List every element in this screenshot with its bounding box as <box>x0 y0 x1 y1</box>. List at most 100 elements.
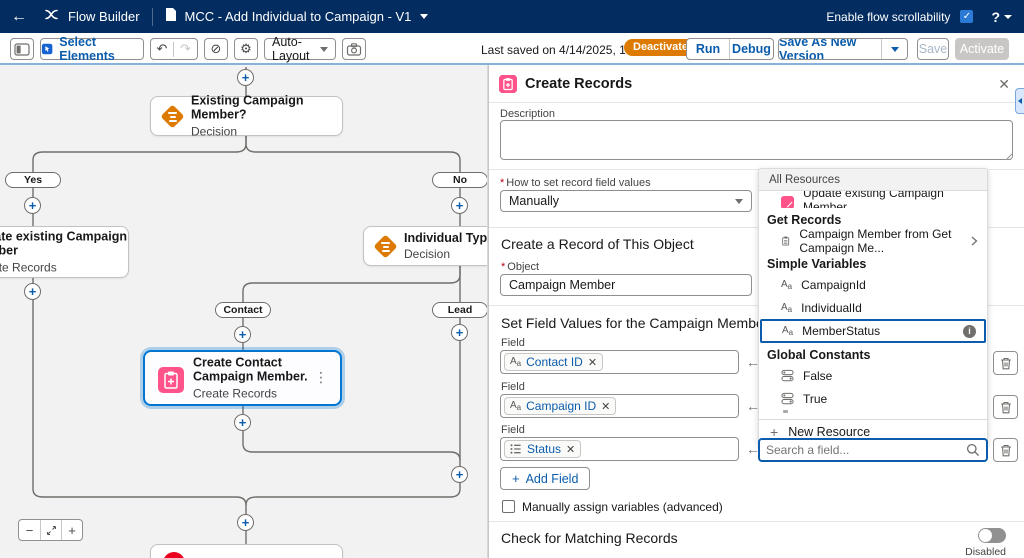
undo-button[interactable]: ↶ <box>151 41 174 57</box>
resource-pill[interactable]: Aa Contact ID ✕ <box>504 353 604 371</box>
camera-icon <box>346 42 362 56</box>
node-end[interactable] <box>150 544 343 558</box>
object-input[interactable]: Campaign Member <box>500 274 752 296</box>
add-element-button[interactable]: + <box>234 326 251 343</box>
matching-records-toggle[interactable] <box>978 528 1006 543</box>
node-existing-campaign-member[interactable]: Existing Campaign Member? Decision <box>150 94 343 138</box>
save-button[interactable]: Save <box>917 38 949 60</box>
panel-collapse-handle[interactable] <box>1015 88 1024 114</box>
debug-button[interactable]: Debug <box>732 42 771 56</box>
end-icon <box>163 552 185 558</box>
resource-item-update-existing[interactable]: Update existing Campaign Member <box>759 191 987 208</box>
add-element-button[interactable]: + <box>237 69 254 86</box>
remove-pill-icon[interactable]: ✕ <box>566 443 576 456</box>
delete-field-button[interactable] <box>993 351 1018 375</box>
fit-view-button[interactable] <box>40 520 61 540</box>
field-input-campaign-id[interactable]: Aa Campaign ID ✕ <box>500 394 739 418</box>
close-panel-icon[interactable]: ✕ <box>998 76 1010 92</box>
delete-field-button[interactable] <box>993 395 1018 419</box>
fit-view-icon <box>46 525 56 535</box>
node-subtitle: Decision <box>191 124 238 139</box>
settings-gear-button[interactable]: ⚙ <box>234 38 258 60</box>
dropdown-group-title: Global Constants <box>767 348 871 362</box>
document-icon <box>165 7 177 27</box>
resource-pill[interactable]: Status ✕ <box>504 440 582 458</box>
add-element-button[interactable]: + <box>234 414 251 431</box>
field-label: Field <box>501 381 525 393</box>
assign-variables-checkbox[interactable] <box>502 500 515 513</box>
resource-pill[interactable]: Aa Campaign ID ✕ <box>504 397 617 415</box>
resource-item-campaignid[interactable]: Aa CampaignId <box>781 277 866 292</box>
zoom-in-button[interactable]: + <box>61 520 82 540</box>
node-menu-kebab-icon[interactable]: ⋮ <box>314 370 328 386</box>
select-elements-button[interactable]: Select Elements <box>40 35 144 63</box>
resource-item-false[interactable]: False <box>759 364 987 387</box>
flow-title-caret-icon[interactable] <box>420 14 429 19</box>
assign-variables-label: Manually assign variables (advanced) <box>522 500 723 514</box>
resource-item-memberstatus[interactable]: Aa MemberStatus i <box>760 319 986 343</box>
run-button[interactable]: Run <box>687 39 730 59</box>
field-label: Field <box>501 424 525 436</box>
text-variable-icon: Aa <box>781 278 793 291</box>
toggle-toolbox-button[interactable] <box>10 38 34 60</box>
scrollability-label: Enable flow scrollability <box>826 9 951 24</box>
dropdown-header: All Resources <box>759 169 987 191</box>
required-asterisk: * <box>500 177 505 189</box>
node-create-contact-campaign-member[interactable]: Create Contact Campaign Member. Create R… <box>143 350 342 406</box>
node-individual-type[interactable]: Individual Type Decision <box>363 226 487 266</box>
resource-item-true[interactable]: True <box>759 387 987 410</box>
create-records-icon <box>499 75 517 93</box>
field-input-contact-id[interactable]: Aa Contact ID ✕ <box>500 350 739 374</box>
resource-item-individualid[interactable]: Aa IndividualId <box>781 300 862 315</box>
record-icon <box>782 235 790 245</box>
delete-field-button[interactable] <box>993 438 1018 462</box>
deactivate-elements-button[interactable]: ⊘ <box>204 38 228 60</box>
add-element-button[interactable]: + <box>451 197 468 214</box>
dropdown-group-title: Get Records <box>767 213 842 227</box>
flow-canvas[interactable]: + + + + + + + + + Yes No Contact Lead Ex… <box>0 65 488 558</box>
help-menu-button[interactable]: ? <box>991 9 1012 25</box>
resource-search-input[interactable] <box>760 443 966 457</box>
add-element-button[interactable]: + <box>237 514 254 531</box>
scrollability-checkbox[interactable]: ✓ <box>960 10 974 23</box>
text-variable-icon: Aa <box>510 356 522 368</box>
save-as-new-version-button[interactable]: Save As New Version <box>779 38 857 60</box>
back-arrow-button[interactable]: ← <box>11 7 27 25</box>
trash-icon <box>1000 401 1011 413</box>
fields-section-title: Set Field Values for the Campaign Member <box>501 315 769 331</box>
info-icon[interactable]: i <box>963 325 976 338</box>
field-input-status[interactable]: Status ✕ <box>500 437 739 461</box>
redo-button[interactable]: ↷ <box>180 41 191 57</box>
node-title: Update existing Campaign Member <box>0 229 127 258</box>
panel-header: Create Records ✕ <box>489 65 1024 103</box>
app-title: Flow Builder <box>68 9 140 24</box>
add-element-button[interactable]: + <box>24 283 41 300</box>
save-options-caret-button[interactable] <box>881 39 907 59</box>
add-element-button[interactable]: + <box>451 466 468 483</box>
node-update-existing-campaign-member[interactable]: Update existing Campaign Member Update R… <box>0 226 129 278</box>
zoom-out-button[interactable]: − <box>25 522 34 538</box>
chevron-left-icon <box>1018 98 1022 104</box>
status-badge: Deactivated <box>624 39 704 56</box>
add-element-button[interactable]: + <box>24 197 41 214</box>
remove-pill-icon[interactable]: ✕ <box>601 400 611 413</box>
node-subtitle: Create Records <box>193 386 278 401</box>
branch-label-no: No <box>432 172 487 188</box>
auto-layout-select[interactable]: Auto-Layout <box>264 35 336 63</box>
description-label: Description <box>500 108 556 120</box>
resource-item-campaign-member-from-get[interactable]: Campaign Member from Get Campaign Me... <box>759 227 987 255</box>
textarea-resize-grip[interactable] <box>1003 151 1012 160</box>
add-field-button[interactable]: +Add Field <box>500 467 591 490</box>
flow-title-menu[interactable]: MCC - Add Individual to Campaign - V1 <box>184 9 412 24</box>
new-resource-button[interactable]: + New Resource <box>759 419 987 444</box>
caret-down-icon <box>890 46 899 52</box>
how-to-set-select[interactable]: Manually <box>500 190 752 212</box>
activate-button[interactable]: Activate <box>955 38 1009 60</box>
description-textarea[interactable] <box>500 120 1013 160</box>
remove-pill-icon[interactable]: ✕ <box>587 356 598 369</box>
clipped-list-item <box>759 410 987 415</box>
snapshot-button[interactable] <box>342 38 366 60</box>
add-element-button[interactable]: + <box>451 324 468 341</box>
help-caret-icon <box>1004 14 1012 19</box>
